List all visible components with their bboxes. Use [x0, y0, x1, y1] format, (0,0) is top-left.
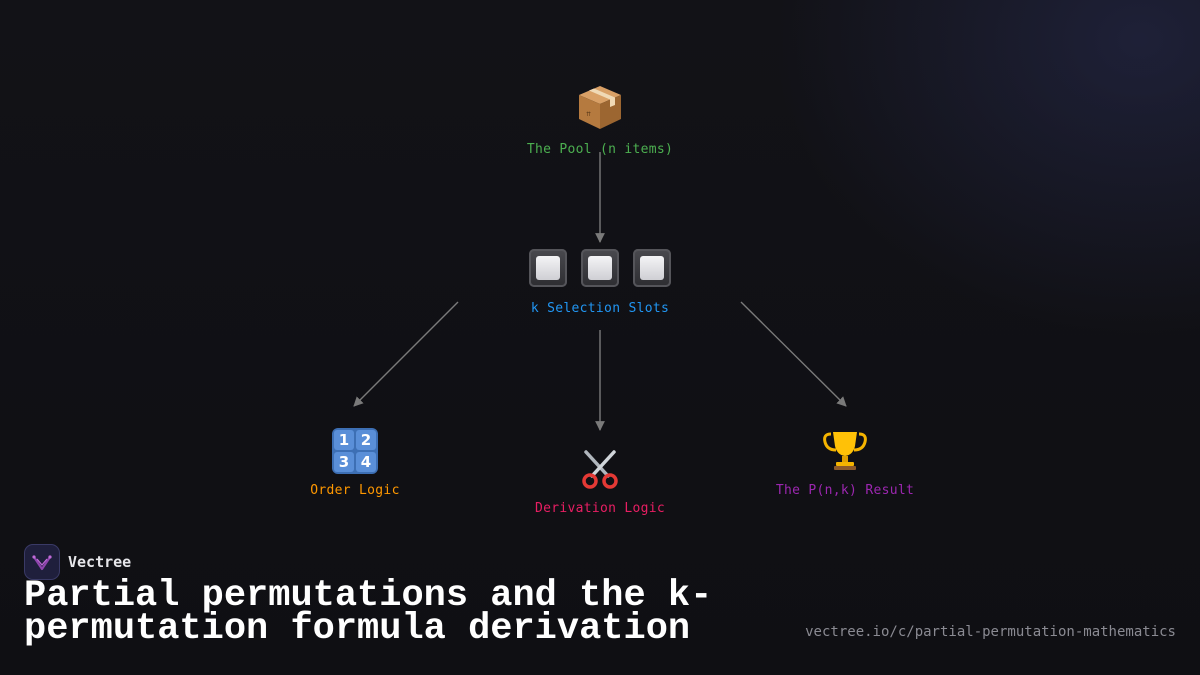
node-order: 1 2 3 4 Order Logic — [225, 428, 485, 498]
slot-square-icon — [581, 249, 619, 287]
node-derivation-label: Derivation Logic — [534, 501, 666, 516]
brand-name: Vectree — [68, 553, 132, 571]
slot-square-icon — [633, 249, 671, 287]
node-pool: ⇈ The Pool (n items) — [470, 82, 730, 157]
package-icon: ⇈ — [470, 82, 730, 132]
node-result-label: The P(n,k) Result — [775, 483, 915, 498]
numbers-keypad-icon: 1 2 3 4 — [225, 428, 485, 474]
page-title: Partial permutations and the k-permutati… — [24, 575, 713, 650]
node-pool-label: The Pool (n items) — [526, 142, 674, 157]
slot-row — [470, 249, 730, 287]
vectree-logo-icon — [24, 544, 60, 580]
trophy-icon — [715, 428, 975, 472]
node-slots: k Selection Slots — [470, 249, 730, 316]
arrow-slots-to-order — [353, 301, 459, 407]
scissors-icon — [470, 446, 730, 490]
arrow-slots-to-result — [740, 301, 847, 407]
node-derivation: Derivation Logic — [470, 446, 730, 516]
source-url: vectree.io/c/partial-permutation-mathema… — [805, 624, 1176, 640]
node-slots-label: k Selection Slots — [530, 301, 670, 316]
node-order-label: Order Logic — [310, 483, 400, 498]
node-result: The P(n,k) Result — [715, 428, 975, 498]
svg-text:⇈: ⇈ — [586, 111, 591, 118]
keypad-key: 3 — [334, 452, 354, 472]
keypad-key: 4 — [356, 452, 376, 472]
slot-square-icon — [529, 249, 567, 287]
keypad-key: 2 — [356, 430, 376, 450]
brand: Vectree — [24, 544, 131, 580]
keypad-key: 1 — [334, 430, 354, 450]
